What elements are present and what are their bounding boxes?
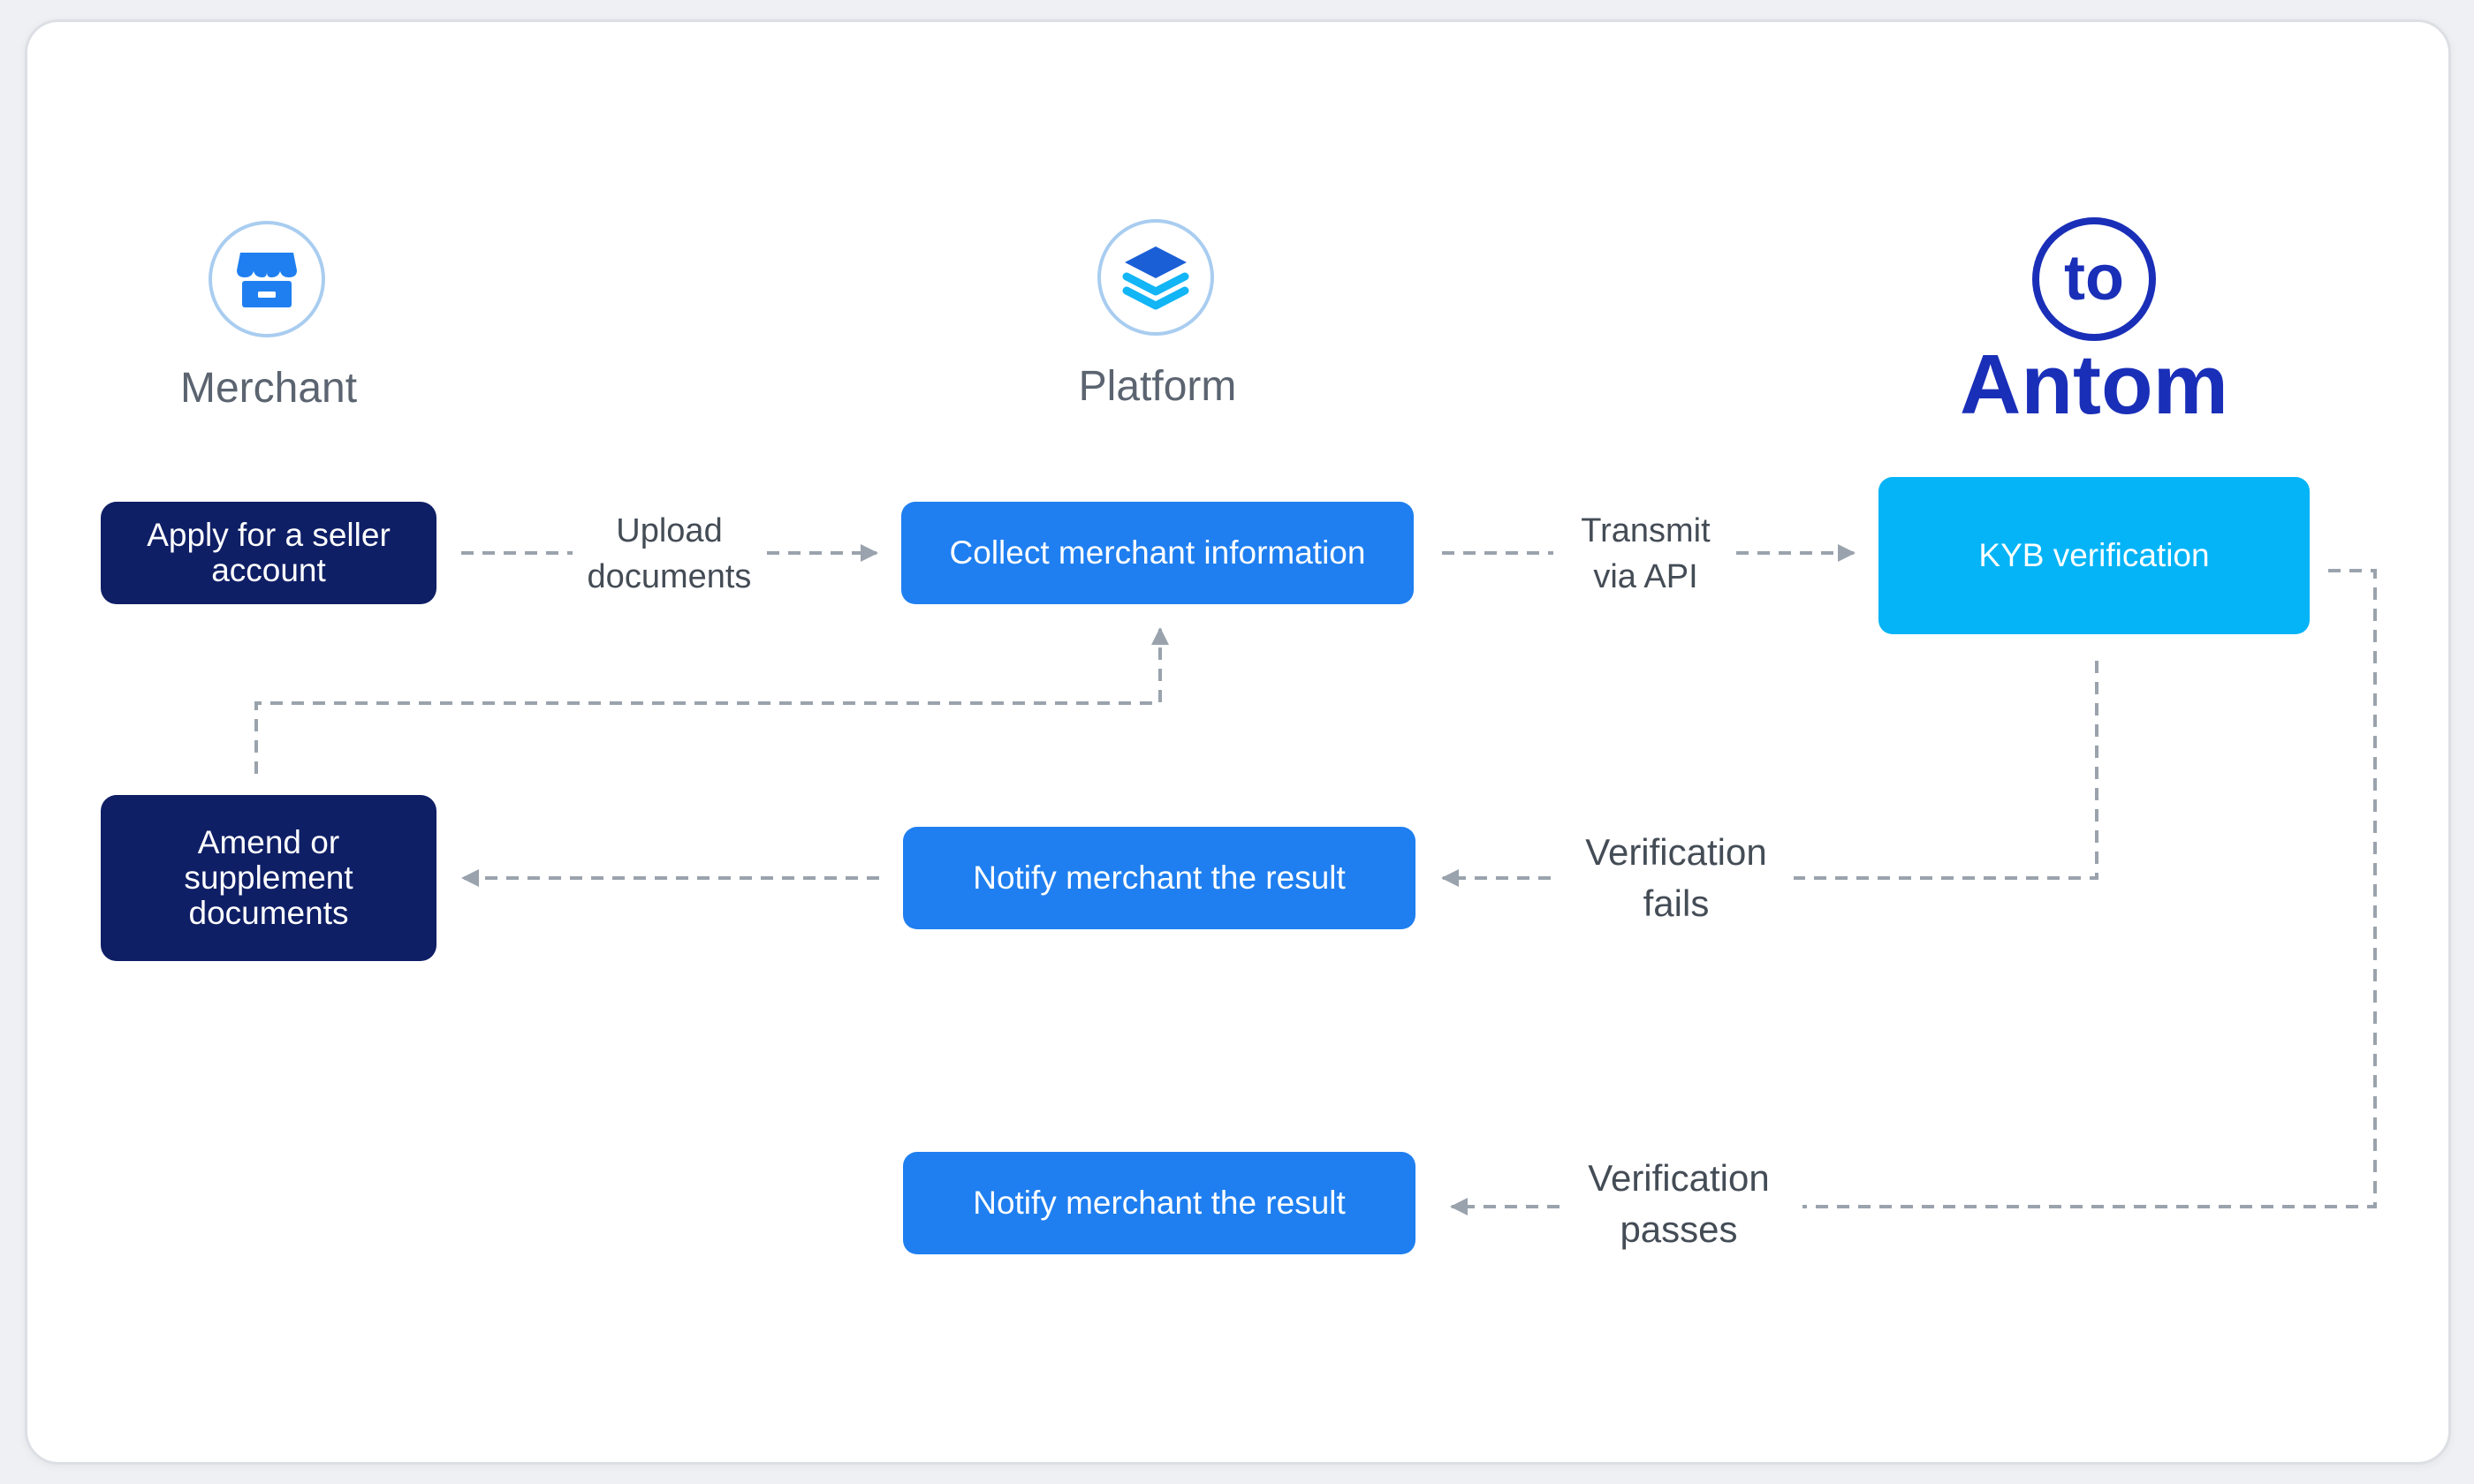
node-collect-merchant-information: Collect merchant information	[901, 502, 1414, 604]
edge-resubmit	[254, 627, 1169, 774]
layers-icon	[1122, 246, 1189, 310]
merchant-column-label: Merchant	[179, 365, 358, 412]
node-apply-seller-account: Apply for a seller account	[101, 502, 436, 604]
node-amend-documents: Amend or supplement documents	[101, 795, 436, 961]
edge-label-fails-line1: Verification	[1585, 831, 1767, 873]
edge-label-upload-line1: Upload	[616, 512, 723, 549]
edge-label-passes: Verification passes	[1560, 1153, 1798, 1255]
edge-label-fails: Verification fails	[1557, 827, 1795, 929]
edge-label-passes-line2: passes	[1620, 1208, 1738, 1250]
antom-logo: to Antom	[1960, 217, 2228, 424]
edge-passes-right	[1802, 569, 2377, 1208]
edge-label-upload-line2: documents	[587, 558, 752, 595]
antom-wordmark: Antom	[1960, 337, 2228, 424]
platform-icon-circle	[1097, 219, 1214, 336]
edge-label-transmit-line1: Transmit	[1581, 512, 1711, 549]
edge-label-transmit: Transmit via API	[1560, 508, 1732, 600]
antom-mark-text: to	[2064, 243, 2124, 314]
antom-mark-circle	[2032, 217, 2156, 341]
edge-label-fails-line2: fails	[1643, 882, 1710, 924]
store-icon	[237, 253, 297, 307]
edge-label-passes-line1: Verification	[1588, 1157, 1770, 1199]
edge-label-transmit-line2: via API	[1593, 558, 1698, 595]
node-notify-result-fail: Notify merchant the result	[903, 827, 1415, 929]
edge-fails-right	[1794, 661, 2098, 880]
merchant-icon-circle	[209, 221, 325, 337]
edge-label-upload: Upload documents	[579, 508, 760, 600]
node-kyb-verification: KYB verification	[1878, 477, 2310, 634]
node-notify-result-pass: Notify merchant the result	[903, 1152, 1415, 1254]
platform-column-label: Platform	[1078, 363, 1237, 410]
